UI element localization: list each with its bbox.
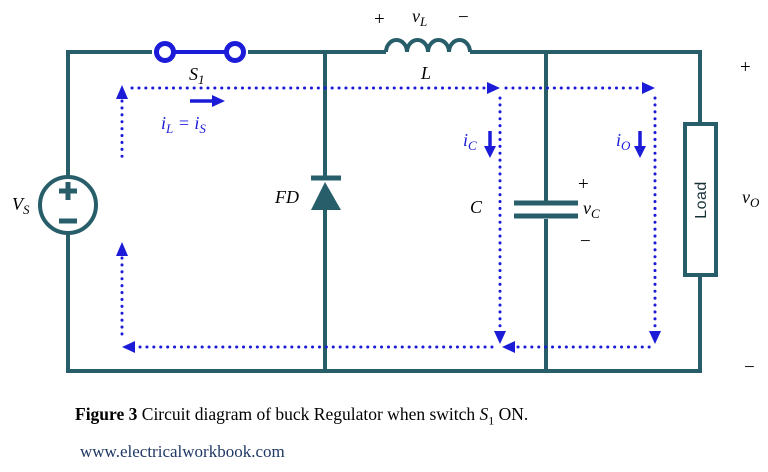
source-label: VS xyxy=(12,194,30,217)
loop-up-arrow-mid xyxy=(116,242,128,256)
diode-label: FD xyxy=(274,187,299,207)
caption-figure-number: Figure 3 xyxy=(75,404,138,424)
diode-triangle xyxy=(311,182,341,210)
bottom-wire xyxy=(66,233,702,373)
inductor-voltage-minus: − xyxy=(458,7,469,28)
capacitor-label: C xyxy=(470,197,483,217)
output-voltage-minus: − xyxy=(744,357,755,378)
voltage-source-symbol xyxy=(38,175,98,235)
inductor-label: L xyxy=(420,63,431,83)
loop-right-arrow-1 xyxy=(487,82,500,94)
output-current-arrow-head xyxy=(634,146,646,158)
loop-up-arrow-top xyxy=(116,85,128,99)
inductor-voltage-label: vL xyxy=(412,6,427,29)
load-label-group: Load xyxy=(693,181,710,219)
circuit-diagram: Load VS S1 FD xyxy=(12,6,760,378)
top-left-wire xyxy=(66,50,152,177)
switch-pole-left xyxy=(154,41,176,63)
figure-caption: Figure 3 Circuit diagram of buck Regulat… xyxy=(75,404,528,429)
inductor-voltage-plus: + xyxy=(374,9,385,30)
capacitor-current-arrow-head xyxy=(484,146,496,158)
caption-switch-subscript: 1 xyxy=(488,413,495,428)
loop-down-arrow-capacitor xyxy=(494,331,506,344)
output-voltage-label: vO xyxy=(742,187,760,210)
output-current-label: iO xyxy=(616,130,631,153)
caption-text: Circuit diagram of buck Regulator when s… xyxy=(137,404,480,424)
capacitor-voltage-plus: + xyxy=(578,174,589,195)
capacitor-current-label: iC xyxy=(463,130,477,153)
caption-switch-symbol: S xyxy=(479,404,489,424)
load-label: Load xyxy=(693,181,710,219)
capacitor-voltage-minus: − xyxy=(580,231,591,252)
switch-label: S1 xyxy=(189,64,205,87)
inductor-current-arrow-head xyxy=(212,95,225,107)
inductor-current-label: iL = iS xyxy=(161,113,206,136)
loop-left-arrow-end xyxy=(122,341,135,353)
loop-right-arrow-2 xyxy=(642,82,655,94)
source-plus-sign xyxy=(59,182,77,200)
loop-left-arrow-mid xyxy=(502,341,515,353)
inductor-coil xyxy=(384,38,472,53)
capacitor-voltage-label: vC xyxy=(583,198,600,221)
switch-pole-right xyxy=(224,41,246,63)
output-voltage-plus: + xyxy=(740,57,751,78)
website-url: www.electricalworkbook.com xyxy=(80,442,285,461)
caption-tail: ON. xyxy=(494,404,529,424)
load-box xyxy=(683,122,718,277)
loop-down-arrow-output xyxy=(649,331,661,344)
